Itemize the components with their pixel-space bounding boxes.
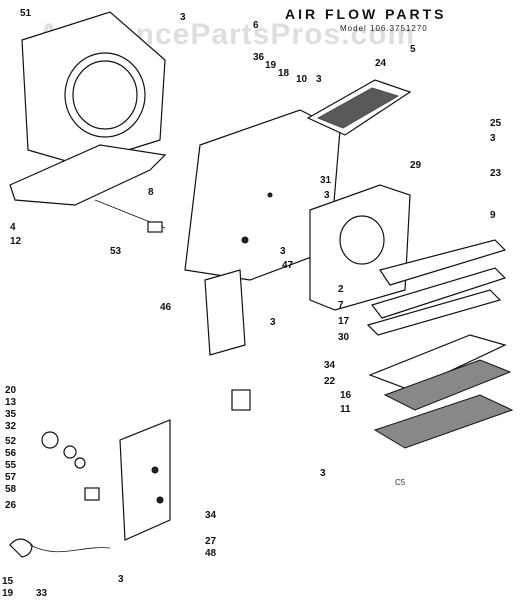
callout-label: 33 xyxy=(36,588,48,599)
connector-part xyxy=(231,389,251,411)
callout-label: 34 xyxy=(205,510,217,521)
callout-label: 3 xyxy=(280,246,286,257)
callout-label: 19 xyxy=(265,60,277,71)
callout-label: 53 xyxy=(110,246,122,257)
model-number: Model 106.3751270 xyxy=(340,24,428,33)
callout-label: 3 xyxy=(118,574,124,585)
bracket-part xyxy=(204,269,246,356)
callout-label: 18 xyxy=(278,68,290,79)
callout-label: 35 xyxy=(5,409,17,420)
filter-part xyxy=(368,334,514,449)
callout-label: 27 xyxy=(205,536,217,547)
callout-label: 3 xyxy=(324,190,330,201)
callout-label: 13 xyxy=(5,397,17,408)
callout-label: 2 xyxy=(338,284,344,295)
callout-label: 31 xyxy=(320,175,332,186)
callout-label: 6 xyxy=(253,20,259,31)
callout-label: 57 xyxy=(5,472,17,483)
callout-label: 10 xyxy=(296,74,308,85)
callout-label: 58 xyxy=(5,484,17,495)
callout-label: 8 xyxy=(148,187,154,198)
callout-label: 24 xyxy=(375,58,387,69)
callout-label: 11 xyxy=(340,404,351,415)
diagram-title: AIR FLOW PARTS xyxy=(285,6,447,22)
side-panels-part xyxy=(366,239,507,336)
callout-label: 12 xyxy=(10,236,22,247)
thermostat-part xyxy=(9,538,111,558)
callout-label: 20 xyxy=(5,385,17,396)
callout-label: 7 xyxy=(338,300,344,311)
callout-label: 17 xyxy=(338,316,350,327)
callout-label: 16 xyxy=(340,390,352,401)
callout-label: 56 xyxy=(5,448,17,459)
shroud-part xyxy=(21,11,166,166)
callout-label: 3 xyxy=(490,133,496,144)
fan-housing-part xyxy=(309,184,411,311)
callout-label: 47 xyxy=(282,260,294,271)
callout-label: 25 xyxy=(490,118,502,129)
callout-label: 30 xyxy=(338,332,350,343)
callout-label: 51 xyxy=(20,8,32,19)
callout-label: 5 xyxy=(410,44,416,55)
callout-label: 48 xyxy=(205,548,217,559)
callout-label: 3 xyxy=(316,74,322,85)
corner-mark: C5 xyxy=(395,478,406,487)
callout-label: 3 xyxy=(270,317,276,328)
callout-label: 32 xyxy=(5,421,17,432)
callout-label: 3 xyxy=(320,468,326,479)
grille-part xyxy=(306,79,412,136)
callout-label: 26 xyxy=(5,500,17,511)
knobs-part xyxy=(41,431,100,501)
callout-label: 4 xyxy=(10,222,16,233)
callout-label: 19 xyxy=(2,588,14,599)
callout-label: 9 xyxy=(490,210,496,221)
callout-label: 3 xyxy=(180,12,186,23)
callout-label: 36 xyxy=(253,52,265,63)
control-panel-part xyxy=(119,419,171,541)
callout-label: 23 xyxy=(490,168,502,179)
callout-label: 55 xyxy=(5,460,17,471)
callout-label: 46 xyxy=(160,302,172,313)
callout-label: 52 xyxy=(5,436,17,447)
deflector-part xyxy=(9,144,167,233)
callout-label: 34 xyxy=(324,360,336,371)
callout-label: 15 xyxy=(2,576,14,587)
callout-label: 29 xyxy=(410,160,422,171)
callout-label: 22 xyxy=(324,376,336,387)
